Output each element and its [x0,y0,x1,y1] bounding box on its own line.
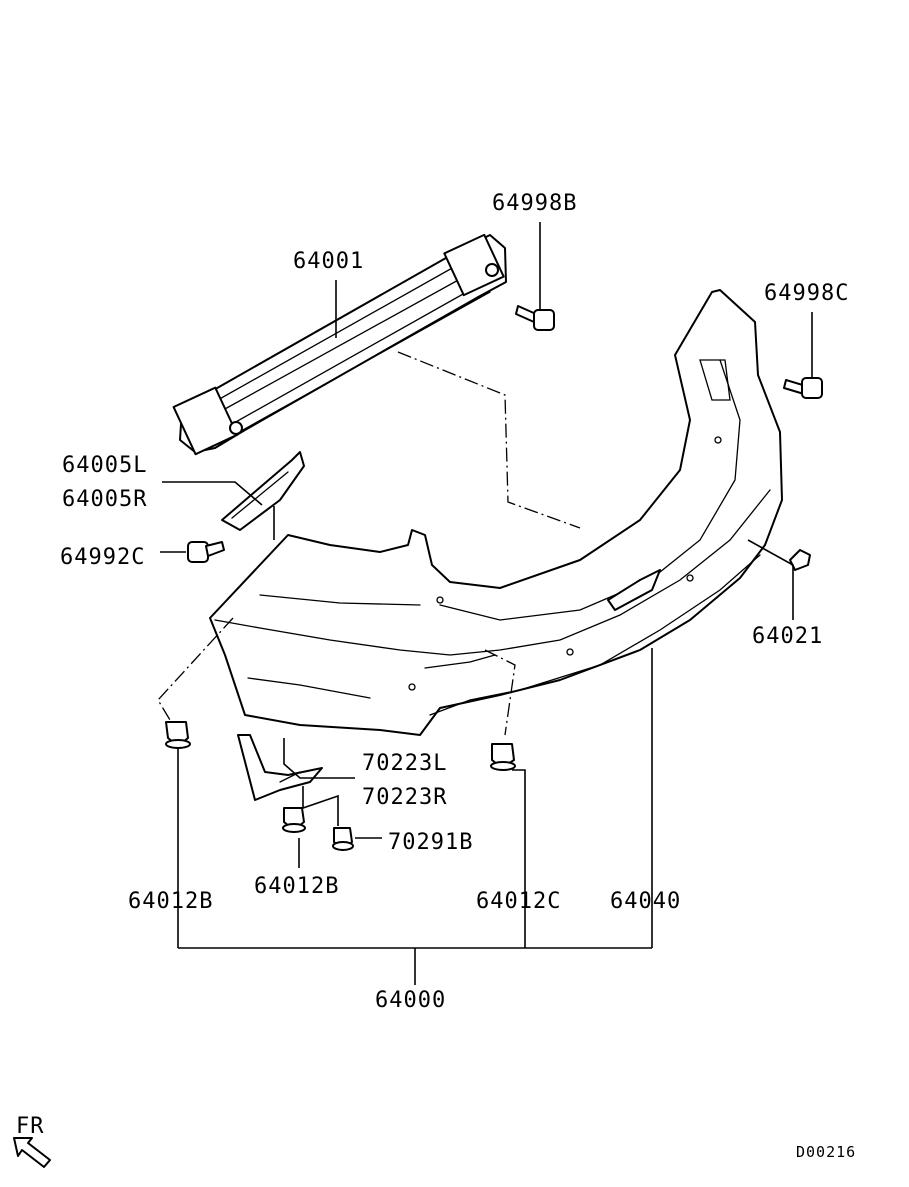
label-64005r: 64005R [62,487,147,512]
label-64012b-lower: 64012B [254,874,339,899]
clip-64012b-lower-illustration[interactable] [282,807,306,833]
label-64000: 64000 [375,988,446,1013]
label-70291b: 70291B [388,830,473,855]
screw-64992c-illustration[interactable] [187,541,225,563]
bumper-reinforcement-illustration[interactable] [172,233,507,456]
label-64992c: 64992C [60,545,145,570]
label-64998c: 64998C [764,281,849,306]
front-direction-arrow-icon [13,1137,51,1168]
label-64012c: 64012C [476,889,561,914]
clip-70291b-illustration[interactable] [332,827,354,851]
label-64001: 64001 [293,249,364,274]
side-marker-64021-illustration[interactable] [789,549,811,571]
label-64021: 64021 [752,624,823,649]
label-64998b: 64998B [492,191,577,216]
drawing-code: D00216 [796,1143,856,1161]
clip-64012c-illustration[interactable] [490,743,516,771]
direction-label: FR [16,1114,45,1139]
label-70223r: 70223R [362,785,447,810]
label-70223l: 70223L [362,751,447,776]
label-64005l: 64005L [62,453,147,478]
clip-64012b-left-illustration[interactable] [165,721,191,749]
side-bracket-illustration[interactable] [221,451,305,531]
label-64040: 64040 [610,889,681,914]
bolt-64998b-illustration[interactable] [515,305,555,331]
label-64012b-left: 64012B [128,889,213,914]
bumper-cover-illustration[interactable] [209,289,783,736]
splash-shield-illustration[interactable] [237,734,323,801]
bolt-64998c-illustration[interactable] [783,377,823,399]
